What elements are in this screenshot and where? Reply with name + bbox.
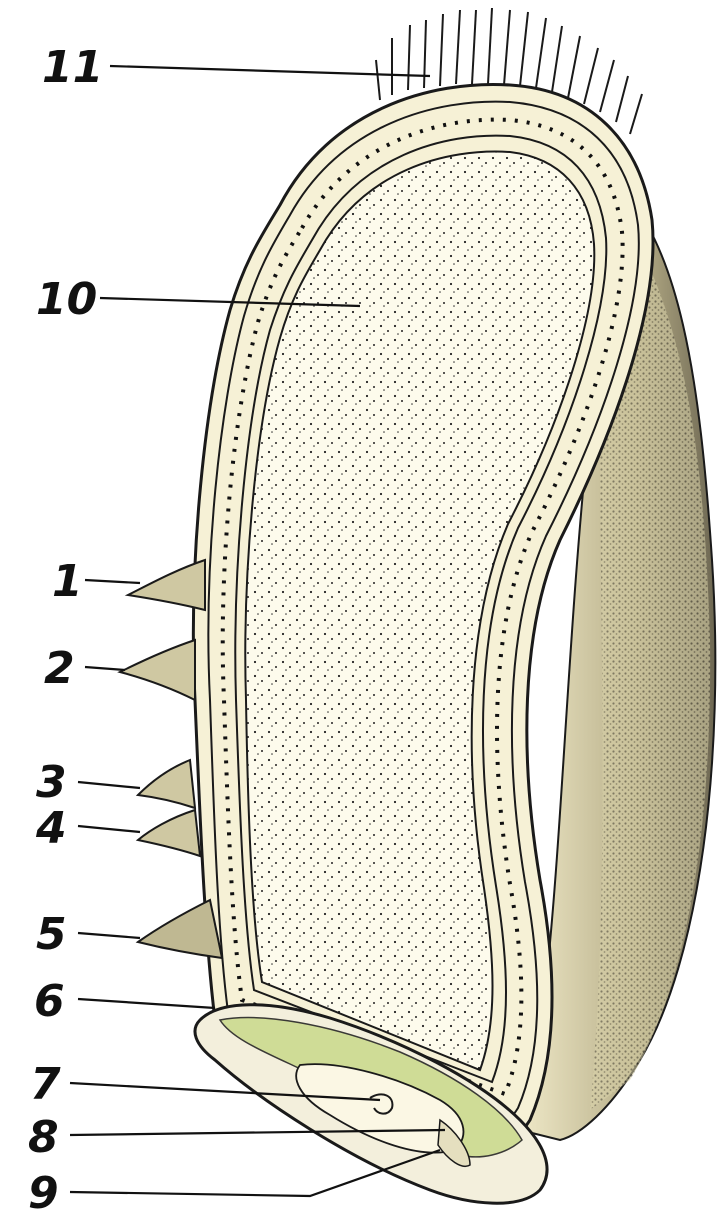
flap-1: [128, 560, 205, 610]
leader-3: [78, 782, 140, 788]
leader-2: [85, 667, 125, 670]
label-7: 7: [30, 1059, 61, 1110]
label-11: 11: [42, 42, 103, 93]
leader-5: [78, 933, 140, 938]
flap-5: [138, 900, 222, 958]
leader-6: [78, 999, 215, 1008]
label-10: 10: [36, 274, 97, 325]
label-1: 1: [52, 556, 83, 607]
label-6: 6: [34, 976, 65, 1027]
leader-11: [110, 66, 430, 76]
label-3: 3: [36, 757, 67, 808]
flap-4: [138, 810, 200, 856]
leader-1: [85, 580, 140, 583]
flap-2: [120, 640, 195, 700]
flap-3: [138, 760, 195, 808]
label-4: 4: [35, 803, 67, 854]
leader-4: [78, 826, 140, 832]
label-9: 9: [28, 1168, 59, 1219]
label-2: 2: [44, 643, 75, 694]
label-8: 8: [28, 1112, 59, 1163]
label-5: 5: [36, 909, 67, 960]
